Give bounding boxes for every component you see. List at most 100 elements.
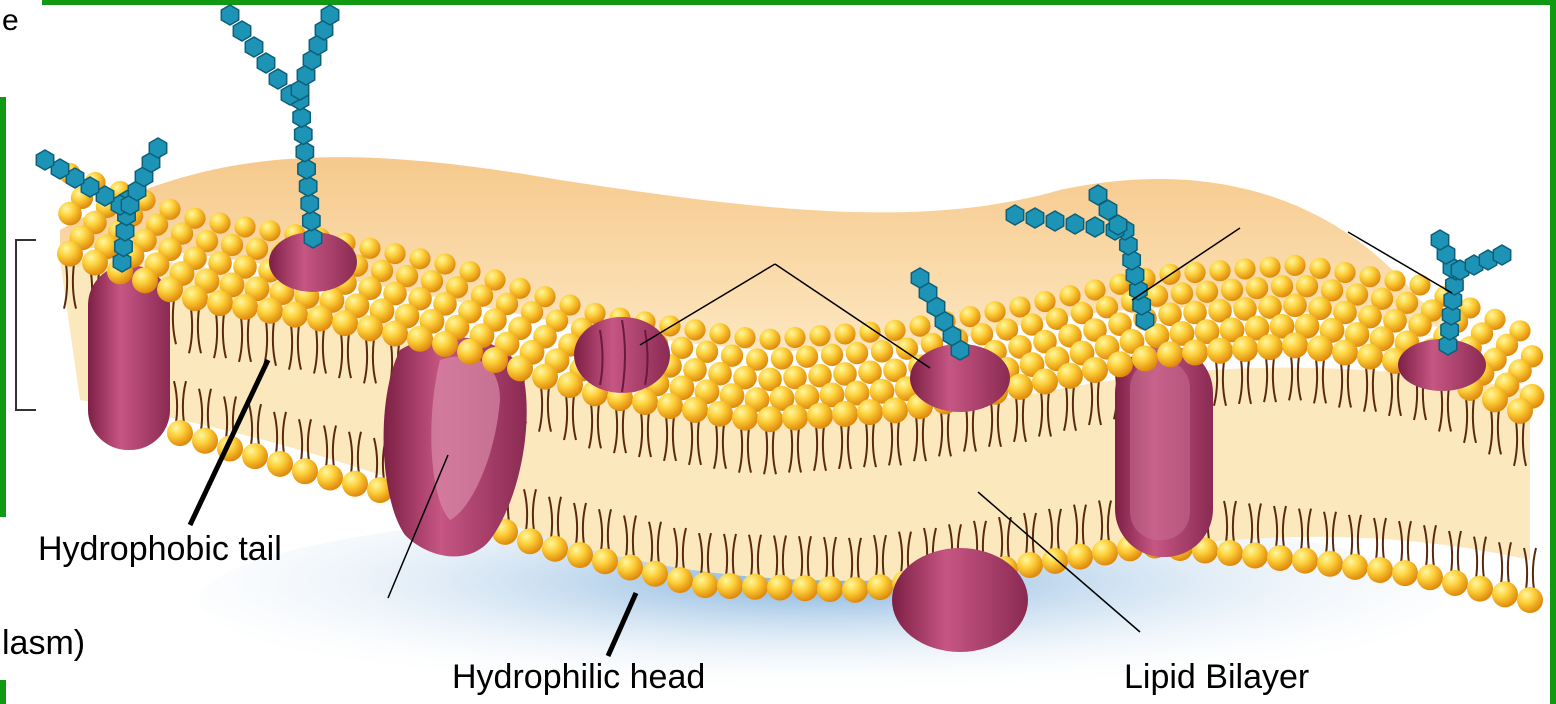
phospholipid-head — [717, 573, 743, 599]
phospholipid-head — [692, 572, 718, 598]
phospholipid-head — [667, 567, 693, 593]
phospholipid-head — [1384, 270, 1405, 291]
phospholipid-head — [1482, 386, 1508, 412]
phospholipid-head — [592, 548, 618, 574]
phospholipid-head — [1246, 277, 1268, 299]
transmembrane-protein-right — [1115, 345, 1213, 557]
bilayer-bracket — [16, 240, 36, 410]
phospholipid-head — [1042, 548, 1068, 574]
phospholipid-head — [282, 302, 308, 328]
phospholipid-head — [707, 401, 733, 427]
phospholipid-head — [232, 294, 258, 320]
phospholipid-head — [507, 355, 533, 381]
phospholipid-head — [234, 216, 255, 237]
phospholipid-head — [517, 528, 543, 554]
phospholipid-head — [482, 347, 508, 373]
phospholipid-head — [1032, 369, 1058, 395]
phospholipid-head — [1442, 570, 1468, 596]
phospholipid-head — [1232, 336, 1258, 362]
phospholipid-head — [167, 420, 193, 446]
phospholipid-head — [846, 342, 868, 364]
phospholipid-head — [1007, 374, 1033, 400]
phospholipid-head — [1092, 540, 1118, 566]
phospholipid-head — [1132, 345, 1158, 371]
phospholipid-head — [1392, 560, 1418, 586]
phospholipid-head — [1307, 335, 1333, 361]
phospholipid-head — [58, 202, 82, 226]
phospholipid-head — [407, 326, 433, 352]
phospholipid-head — [1271, 275, 1293, 297]
phospholipid-head — [642, 561, 668, 587]
phospholipid-head — [984, 301, 1005, 322]
phospholipid-head — [317, 465, 343, 491]
phospholipid-head — [292, 458, 318, 484]
phospholipid-head — [1184, 262, 1205, 283]
phospholipid-head — [1257, 334, 1283, 360]
phospholipid-head — [757, 406, 783, 432]
phospholipid-head — [1234, 258, 1255, 279]
phospholipid-head — [267, 451, 293, 477]
phospholipid-head — [192, 428, 218, 454]
phospholipid-head — [567, 542, 593, 568]
phospholipid-head — [1017, 552, 1043, 578]
phospholipid-head — [359, 238, 380, 259]
phospholipid-head — [884, 320, 905, 341]
phospholipid-head — [857, 399, 883, 425]
label-hydrophilic-head: Hydrophilic head — [452, 658, 705, 697]
phospholipid-head — [871, 340, 893, 362]
phospholipid-head — [209, 212, 230, 233]
phospholipid-head — [432, 331, 458, 357]
phospholipid-head — [207, 290, 233, 316]
phospholipid-head — [542, 536, 568, 562]
label-fragment-top-left: e — [2, 4, 19, 38]
phospholipid-head — [759, 329, 780, 350]
phospholipid-head — [784, 327, 805, 348]
phospholipid-head — [709, 323, 730, 344]
phospholipid-head — [82, 250, 108, 276]
phospholipid-head — [1309, 258, 1330, 279]
phospholipid-head — [809, 325, 830, 346]
phospholipid-head — [771, 347, 793, 369]
phospholipid-head — [1221, 279, 1243, 301]
phospholipid-head — [792, 575, 818, 601]
label-hydrophobic-tail: Hydrophobic tail — [38, 530, 282, 569]
phospholipid-head — [259, 220, 280, 241]
phospholipid-head — [959, 306, 980, 327]
phospholipid-head — [132, 267, 158, 293]
peripheral-protein-bulb — [574, 317, 670, 393]
phospholipid-head — [834, 323, 855, 344]
phospholipid-head — [1342, 554, 1368, 580]
phospholipid-head — [342, 471, 368, 497]
phospholipid-head — [57, 241, 83, 267]
phospholipid-head — [1367, 557, 1393, 583]
phospholipid-head — [434, 253, 455, 274]
phospholipid-head — [1282, 332, 1308, 358]
phospholipid-head — [242, 443, 268, 469]
phospholipid-head — [1492, 581, 1518, 607]
phospholipid-head — [1157, 341, 1183, 367]
phospholipid-head — [821, 344, 843, 366]
phospholipid-head — [332, 310, 358, 336]
phospholipid-head — [1207, 338, 1233, 364]
phospholipid-head — [1067, 544, 1093, 570]
phospholipid-head — [1242, 543, 1268, 569]
phospholipid-head — [909, 316, 930, 337]
phospholipid-head — [882, 397, 908, 423]
phospholipid-head — [632, 389, 658, 415]
phospholipid-head — [1196, 280, 1218, 302]
phospholipid-head — [1283, 294, 1307, 318]
phospholipid-head — [817, 576, 843, 602]
phospholipid-head — [1507, 398, 1533, 424]
phospholipid-head — [1417, 564, 1443, 590]
phospholipid-head — [1359, 266, 1380, 287]
phospholipid-head — [1296, 275, 1318, 297]
phospholipid-head — [1209, 260, 1230, 281]
phospholipid-head — [832, 401, 858, 427]
phospholipid-head — [1171, 282, 1193, 304]
phospholipid-head — [257, 298, 283, 324]
phospholipid-head — [732, 405, 758, 431]
phospholipid-head — [842, 577, 868, 603]
phospholipid-head — [384, 243, 405, 264]
phospholipid-head — [684, 319, 705, 340]
phospholipid-head — [1334, 262, 1355, 283]
